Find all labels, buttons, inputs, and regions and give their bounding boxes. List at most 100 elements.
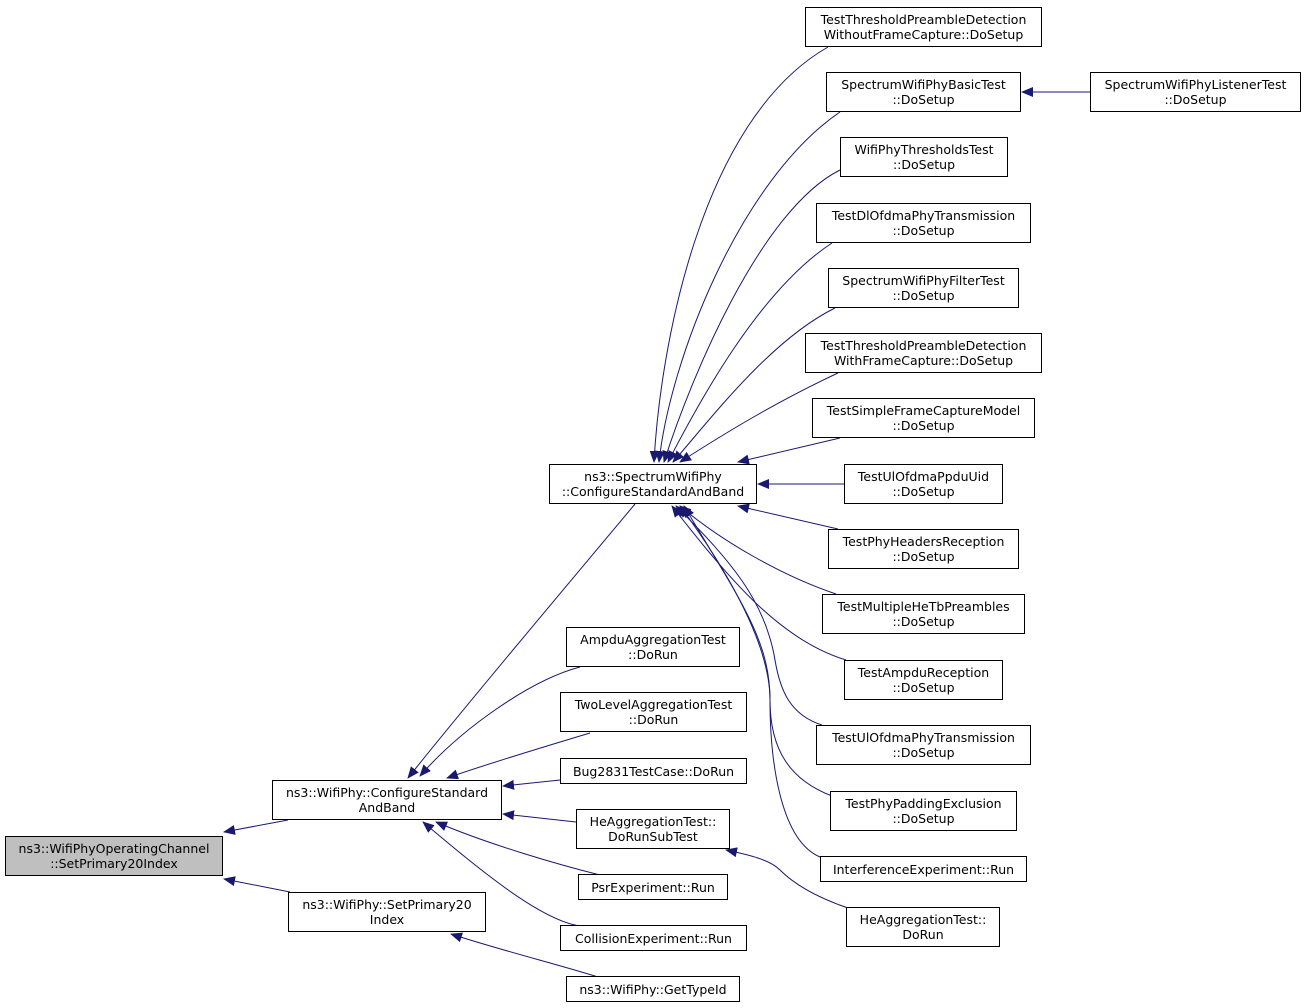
node-he-aggregation-dorun[interactable]: HeAggregationTest:: DoRun: [846, 907, 1000, 947]
edge-simple-frame-to-spectrum: [737, 437, 841, 465]
node-ampdu-aggregation-test[interactable]: AmpduAggregationTest ::DoRun: [566, 627, 740, 667]
node-ul-ofdma-ppdu-uid[interactable]: TestUlOfdmaPpduUid ::DoSetup: [844, 464, 1003, 504]
node-label-line2: ::DoSetup: [892, 157, 956, 172]
node-interference-experiment[interactable]: InterferenceExperiment::Run: [820, 856, 1027, 882]
node-phy-padding-exclusion[interactable]: TestPhyPaddingExclusion ::DoSetup: [830, 791, 1017, 831]
node-label-line2: ::DoSetup: [892, 745, 955, 760]
node-label-line2: DoRunSubTest: [608, 829, 698, 844]
node-label-line2: ::DoSetup: [892, 680, 955, 695]
node-label-line1: TestThresholdPreambleDetection: [820, 12, 1027, 27]
node-label-line2: ::DoSetup: [892, 288, 955, 303]
node-label-line1: TestPhyPaddingExclusion: [845, 796, 1002, 811]
node-label-line2: ::DoSetup: [892, 811, 955, 826]
edge-two-level-to-wifiphy-configure: [446, 732, 591, 780]
node-label-line1: TestUlOfdmaPpduUid: [857, 469, 990, 484]
node-label-line1: WifiPhyThresholdsTest: [854, 142, 994, 157]
node-label-line2: ::DoSetup: [892, 614, 955, 629]
edge-ampdu-aggregation-to-wifiphy-configure: [419, 666, 581, 777]
edge-multiple-he-tb-to-spectrum: [679, 505, 837, 595]
node-label-line2: Index: [369, 912, 405, 927]
node-dl-ofdma-phy-transmission[interactable]: TestDlOfdmaPhyTransmission ::DoSetup: [816, 203, 1031, 243]
node-label-line2: WithoutFrameCapture::DoSetup: [823, 27, 1024, 42]
node-multiple-he-tb-preambles[interactable]: TestMultipleHeTbPreambles ::DoSetup: [822, 594, 1025, 634]
node-label-line2: ::ConfigureStandardAndBand: [561, 484, 745, 499]
node-threshold-with-frame-capture[interactable]: TestThresholdPreambleDetection WithFrame…: [805, 333, 1042, 373]
edge-interference-to-spectrum: [683, 505, 821, 858]
node-thresholds-test[interactable]: WifiPhyThresholdsTest ::DoSetup: [840, 137, 1008, 177]
node-spectrum-configure-standard-and-band[interactable]: ns3::SpectrumWifiPhy ::ConfigureStandard…: [549, 464, 757, 504]
edge-ul-ofdma-phy-to-spectrum: [675, 505, 823, 726]
node-bug2831-test-case[interactable]: Bug2831TestCase::DoRun: [560, 758, 747, 784]
node-label-line1: HeAggregationTest::: [859, 912, 987, 927]
node-psr-experiment[interactable]: PsrExperiment::Run: [578, 874, 728, 900]
node-label-line1: TwoLevelAggregationTest: [574, 697, 733, 712]
node-label-line2: ::DoRun: [628, 712, 679, 727]
node-label-line1: PsrExperiment::Run: [591, 879, 715, 895]
node-label-line2: AndBand: [358, 800, 416, 815]
node-ul-ofdma-phy-transmission[interactable]: TestUlOfdmaPhyTransmission ::DoSetup: [816, 725, 1031, 765]
node-simple-frame-capture-model[interactable]: TestSimpleFrameCaptureModel ::DoSetup: [812, 398, 1035, 438]
node-ampdu-reception[interactable]: TestAmpduReception ::DoSetup: [844, 660, 1003, 700]
node-label-line2: ::DoSetup: [1164, 92, 1227, 107]
node-label-line1: ns3::WifiPhy::ConfigureStandard: [285, 785, 489, 800]
node-spectrum-listener-test[interactable]: SpectrumWifiPhyListenerTest ::DoSetup: [1090, 72, 1301, 112]
node-label-line1: CollisionExperiment::Run: [575, 930, 732, 946]
edge-collision-to-wifiphy-configure: [422, 821, 581, 927]
node-label-line1: ns3::WifiPhyOperatingChannel: [18, 841, 210, 856]
node-label-line2: ::DoSetup: [892, 418, 955, 433]
node-phy-headers-reception[interactable]: TestPhyHeadersReception ::DoSetup: [828, 529, 1019, 569]
node-label-line1: TestThresholdPreambleDetection: [820, 338, 1027, 353]
node-label-line1: SpectrumWifiPhyFilterTest: [842, 273, 1005, 288]
node-label-line1: ns3::WifiPhy::GetTypeId: [579, 981, 727, 997]
node-two-level-aggregation-test[interactable]: TwoLevelAggregationTest ::DoRun: [560, 692, 747, 732]
node-root-setprimary20index: ns3::WifiPhyOperatingChannel ::SetPrimar…: [5, 836, 223, 876]
edge-threshold-with-to-spectrum: [679, 372, 839, 463]
edge-spectrum-basic-to-spectrum: [655, 111, 841, 463]
edge-he-subtest-to-wifiphy-configure: [502, 810, 577, 823]
edge-wifiphy-configure-to-root: [223, 819, 289, 835]
node-spectrum-filter-test[interactable]: SpectrumWifiPhyFilterTest ::DoSetup: [828, 268, 1019, 308]
node-label-line1: HeAggregationTest::: [589, 814, 717, 829]
edge-dl-ofdma-to-spectrum: [667, 242, 833, 463]
node-label-line1: TestPhyHeadersReception: [842, 534, 1005, 549]
node-threshold-without-frame-capture[interactable]: TestThresholdPreambleDetection WithoutFr…: [805, 7, 1042, 47]
edge-get-type-id-to-wifiphy-setprimary: [450, 932, 599, 978]
node-label-line2: ::DoSetup: [892, 549, 955, 564]
node-label-line1: ns3::WifiPhy::SetPrimary20: [302, 897, 472, 912]
node-label-line2: WithFrameCapture::DoSetup: [833, 353, 1014, 368]
node-wifiphy-configure-standard-and-band[interactable]: ns3::WifiPhy::ConfigureStandard AndBand: [272, 780, 502, 820]
edge-threshold-without-to-spectrum: [649, 46, 829, 463]
node-label-line2: ::DoSetup: [892, 223, 955, 238]
edge-psr-to-wifiphy-configure: [435, 821, 601, 876]
node-spectrum-basic-test[interactable]: SpectrumWifiPhyBasicTest ::DoSetup: [826, 72, 1021, 112]
edge-bug2831-to-wifiphy-configure: [502, 779, 561, 790]
node-label-line1: TestUlOfdmaPhyTransmission: [832, 730, 1015, 745]
node-label-line1: InterferenceExperiment::Run: [832, 861, 1015, 877]
edge-phy-headers-to-spectrum: [737, 503, 839, 530]
node-label-line2: ::SetPrimary20Index: [50, 856, 178, 871]
node-he-aggregation-subtest[interactable]: HeAggregationTest:: DoRunSubTest: [576, 809, 730, 849]
edge-spectrum-filter-to-spectrum: [672, 307, 836, 463]
node-label-line2: ::DoSetup: [892, 484, 955, 499]
node-wifiphy-set-primary20-index[interactable]: ns3::WifiPhy::SetPrimary20 Index: [288, 892, 486, 932]
node-label-line1: TestMultipleHeTbPreambles: [837, 599, 1010, 614]
node-label-line1: TestSimpleFrameCaptureModel: [826, 403, 1021, 418]
edge-he-dorun-to-he-subtest: [725, 847, 849, 909]
node-collision-experiment[interactable]: CollisionExperiment::Run: [560, 925, 747, 951]
node-label-line1: TestAmpduReception: [857, 665, 990, 680]
node-label-line1: TestDlOfdmaPhyTransmission: [831, 208, 1016, 223]
node-label-line2: ::DoRun: [628, 647, 678, 662]
edge-thresholds-test-to-spectrum: [662, 169, 841, 463]
node-label-line1: SpectrumWifiPhyBasicTest: [841, 77, 1006, 92]
edge-wifiphy-setprimary-to-root: [223, 876, 291, 893]
node-label-line2: DoRun: [902, 927, 944, 942]
edge-spectrum-to-wifiphy-configure: [407, 503, 636, 779]
node-label-line1: AmpduAggregationTest: [580, 632, 726, 647]
node-label-line1: ns3::SpectrumWifiPhy: [584, 469, 722, 484]
node-get-type-id[interactable]: ns3::WifiPhy::GetTypeId: [566, 976, 740, 1002]
node-label-line1: Bug2831TestCase::DoRun: [572, 763, 735, 779]
edge-phy-padding-to-spectrum: [679, 505, 833, 797]
node-label-line2: ::DoSetup: [892, 92, 955, 107]
node-label-line1: SpectrumWifiPhyListenerTest: [1104, 77, 1287, 92]
